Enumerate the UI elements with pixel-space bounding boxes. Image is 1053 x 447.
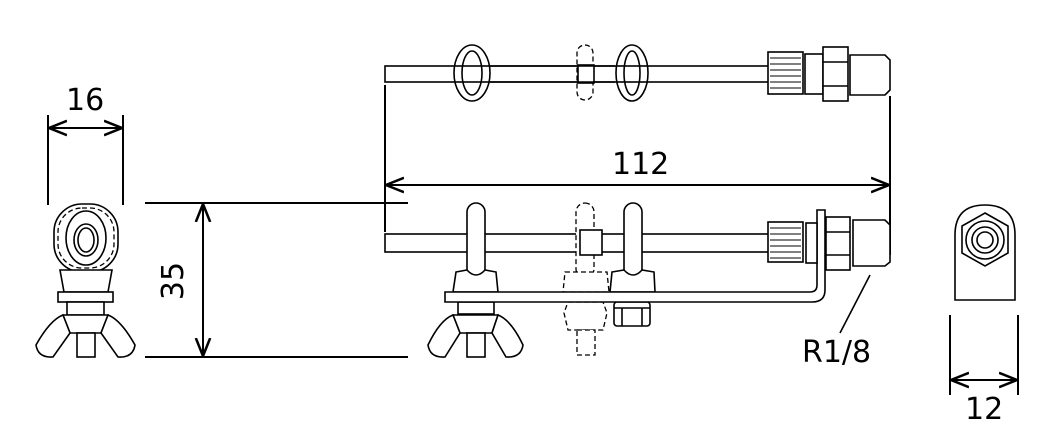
- r18-leader-line: [839, 274, 871, 334]
- thread-label: R1/8: [802, 335, 872, 370]
- top-view: [384, 44, 891, 102]
- dimension-label-112: 112: [612, 147, 670, 182]
- dimension-35: [145, 202, 408, 358]
- dimension-label-35: 35: [156, 261, 192, 301]
- dimension-label-16: 16: [66, 83, 105, 118]
- front-view: [384, 202, 891, 358]
- right-view: [949, 204, 1019, 395]
- left-view: [35, 115, 136, 358]
- dimension-label-12: 12: [965, 392, 1004, 427]
